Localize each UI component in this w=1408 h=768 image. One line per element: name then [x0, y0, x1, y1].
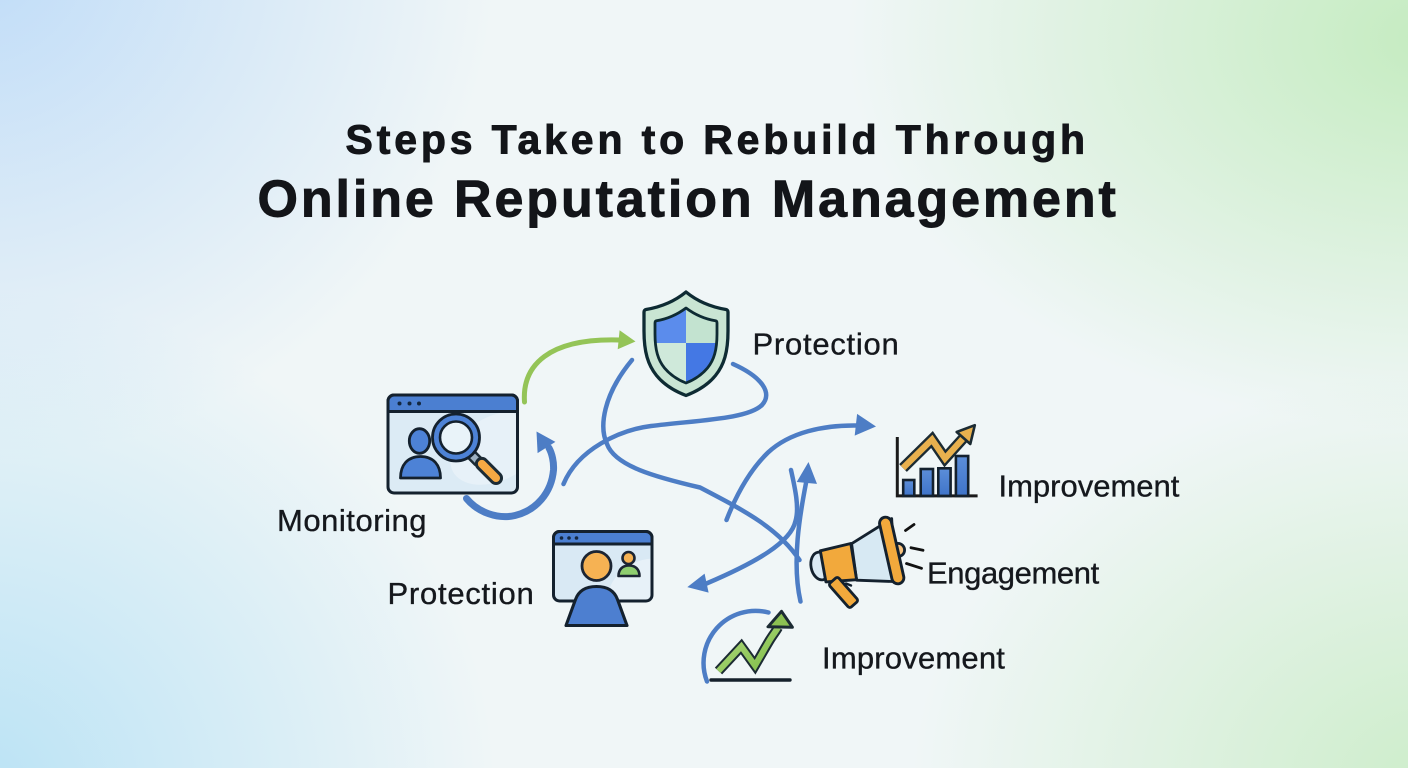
svg-text:Protection: Protection [753, 326, 900, 361]
svg-text:Monitoring: Monitoring [277, 503, 427, 538]
svg-text:Improvement: Improvement [822, 640, 1005, 675]
svg-text:Improvement: Improvement [999, 468, 1180, 503]
svg-text:Online Reputation Management: Online Reputation Management [258, 171, 1119, 229]
svg-text:Protection: Protection [388, 576, 535, 611]
svg-text:Steps Taken to Rebuild Through: Steps Taken to Rebuild Through [346, 117, 1089, 163]
svg-text:Engagement: Engagement [927, 556, 1100, 591]
